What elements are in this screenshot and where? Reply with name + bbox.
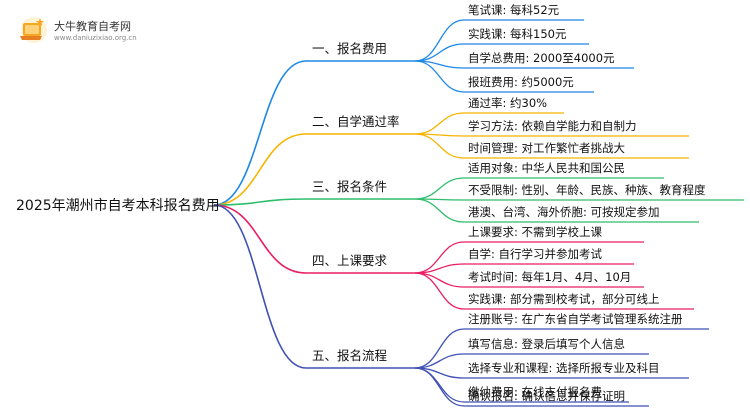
leaf-label: 实践课: 每科150元: [468, 27, 567, 41]
root-edge: [213, 60, 307, 206]
leaf-label: 选择专业和课程: 选择所报专业及科目: [468, 361, 660, 375]
leaf-edge: [414, 328, 465, 369]
leaf-edge: [414, 19, 465, 62]
leaf-label: 注册账号: 在广东省自学考试管理系统注册: [468, 312, 683, 326]
root-edge: [213, 133, 307, 206]
leaf-edge: [414, 60, 465, 93]
mindmap-edges: [213, 19, 744, 407]
leaf-edge: [414, 272, 465, 310]
leaf-label: 自学: 自行学习并参加考试: [468, 247, 603, 261]
branch-label: 二、自学通过率: [312, 114, 400, 129]
root-edge: [213, 204, 307, 369]
leaf-label: 确认报名: 确认信息并保存证明: [468, 389, 625, 403]
leaf-label: 港澳、台湾、海外侨胞: 可按规定参加: [468, 205, 660, 219]
leaf-label: 填写信息: 登录后填写个人信息: [468, 337, 625, 351]
branch-label: 三、报名条件: [312, 179, 387, 194]
site-logo: [14, 14, 134, 48]
book-logo-icon: [20, 17, 47, 43]
leaf-edge: [414, 367, 465, 407]
leaf-label: 适用对象: 中华人民共和国公民: [468, 161, 625, 175]
leaf-label: 缴纳费用: 在线支付报名费: [468, 385, 602, 399]
logo-url: www.daniuzixiao.org.cn: [54, 34, 137, 42]
root-edge: [213, 198, 307, 206]
leaf-edge: [414, 353, 465, 369]
leaf-edge: [414, 177, 465, 200]
leaf-label: 实践课: 部分需到校考试，部分可线上: [468, 292, 660, 306]
leaf-label: 时间管理: 对工作繁忙者挑战大: [468, 141, 626, 155]
branch-label: 五、报名流程: [312, 348, 388, 363]
leaf-label: 不受限制: 性别、年龄、民族、种族、教育程度: [468, 183, 706, 197]
leaf-label: 报班费用: 约5000元: [468, 75, 574, 89]
root-node: 2025年潮州市自考本科报名费用: [16, 197, 220, 214]
leaf-label: 上课要求: 不需到学校上课: [468, 225, 603, 239]
branch-label: 四、上课要求: [312, 253, 388, 268]
branch-label: 一、报名费用: [312, 41, 387, 56]
root-edge: [213, 204, 307, 274]
leaf-edge: [414, 198, 465, 223]
logo-name: 大牛教育自考网: [54, 20, 131, 33]
leaf-label: 学习方法: 依赖自学能力和自制力: [468, 119, 637, 133]
leaf-edge: [414, 272, 465, 288]
leaf-label: 笔试课: 每科52元: [468, 3, 560, 17]
leaf-edge: [414, 133, 465, 159]
leaf-label: 通过率: 约30%: [468, 96, 547, 110]
leaf-label: 自学总费用: 2000至4000元: [468, 51, 615, 65]
leaf-label: 考试时间: 每年1月、4月、10月: [468, 270, 631, 284]
leaf-edge: [414, 112, 465, 135]
leaf-edge: [414, 43, 465, 62]
